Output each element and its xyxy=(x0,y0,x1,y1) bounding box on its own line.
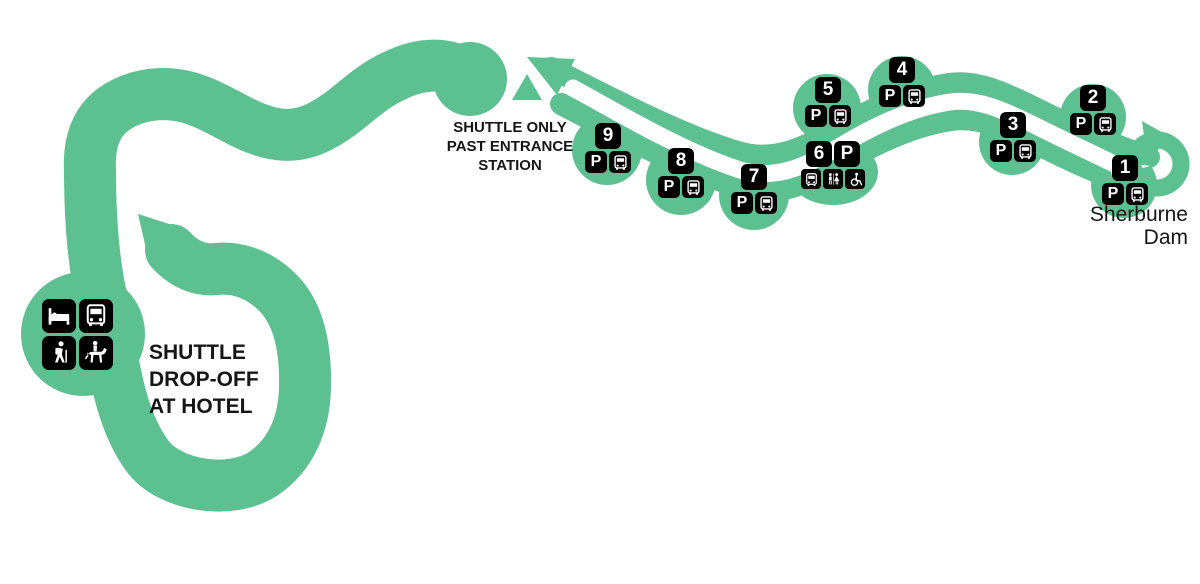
stop-number-badge: 8 xyxy=(668,148,694,174)
stop-number-badge: 3 xyxy=(1000,112,1026,138)
bus-stop-icon xyxy=(1014,140,1036,162)
parking-badge: P xyxy=(805,105,827,127)
parking-badge: P xyxy=(879,85,901,107)
hotel-amenity-grid xyxy=(42,299,113,370)
parking-badge: P xyxy=(1070,113,1092,135)
stop-number-badge: 9 xyxy=(595,123,621,149)
shuttle-only-line3: STATION xyxy=(478,157,542,174)
shuttle-only-line1: SHUTTLE ONLY xyxy=(453,119,567,136)
parking-badge: P xyxy=(1102,183,1124,205)
hotel-loop-arrowhead xyxy=(138,214,188,266)
shuttle-stop-7: 7 P xyxy=(731,164,777,214)
hiking-icon xyxy=(42,336,76,370)
bus-stop-icon xyxy=(682,176,704,198)
sherburne-dam-label: Sherburne Dam xyxy=(1063,203,1188,249)
stop-number-badge: 7 xyxy=(741,164,767,190)
bus-stop-icon xyxy=(903,85,925,107)
shuttle-only-road xyxy=(63,39,492,198)
sherburne-line2: Dam xyxy=(1143,226,1188,249)
shuttle-stop-5: 5 P xyxy=(805,77,851,127)
bus-stop-icon xyxy=(829,105,851,127)
stop-number-badge: 6 xyxy=(806,141,832,167)
shuttle-only-line2: PAST ENTRANCE xyxy=(446,138,574,155)
stop-number-badge: 4 xyxy=(889,57,915,83)
accessible-icon xyxy=(845,169,865,189)
hotel-dropoff-label: SHUTTLE DROP-OFF AT HOTEL xyxy=(149,339,309,420)
shuttle-direction-arrowhead xyxy=(527,57,575,95)
road-band-upper-lane xyxy=(540,57,1160,168)
parking-badge: P xyxy=(658,176,680,198)
hotel-label-line1: SHUTTLE xyxy=(149,341,246,364)
horseback-riding-icon xyxy=(79,336,113,370)
bus-stop-icon xyxy=(609,151,631,173)
entrance-station-blob xyxy=(433,42,507,116)
road-centre-stripe xyxy=(564,79,1129,183)
bus-stop-icon xyxy=(1094,113,1116,135)
shuttle-stop-2: 2 P xyxy=(1070,85,1116,135)
shuttle-stop-1: 1 P xyxy=(1102,155,1148,205)
stop-number-badge: 2 xyxy=(1080,85,1106,111)
shuttle-stop-8: 8 P xyxy=(658,148,704,198)
turnaround-arrowhead xyxy=(1142,121,1174,157)
stop-number-badge: 1 xyxy=(1112,155,1138,181)
lodging-icon xyxy=(42,299,76,333)
bus-stop-icon xyxy=(801,169,821,189)
bus-icon xyxy=(79,299,113,333)
hotel-label-line3: AT HOTEL xyxy=(149,395,253,418)
shuttle-stop-4: 4 P xyxy=(879,57,925,107)
shuttle-stop-9: 9 P xyxy=(585,123,631,173)
shuttle-stop-6: 6 P xyxy=(801,141,865,189)
bus-stop-icon xyxy=(755,192,777,214)
stop-number-badge: 5 xyxy=(815,77,841,103)
parking-badge: P xyxy=(990,140,1012,162)
bus-stop-icon xyxy=(1126,183,1148,205)
parking-badge: P xyxy=(834,141,860,167)
shuttle-only-label: SHUTTLE ONLY PAST ENTRANCE STATION xyxy=(430,118,590,175)
restroom-icon xyxy=(823,169,843,189)
hotel-label-line2: DROP-OFF xyxy=(149,368,259,391)
parking-badge: P xyxy=(731,192,753,214)
shuttle-stop-3: 3 P xyxy=(990,112,1036,162)
parking-badge: P xyxy=(585,151,607,173)
entrance-station-triangle xyxy=(512,74,542,100)
sherburne-line1: Sherburne xyxy=(1089,203,1188,226)
